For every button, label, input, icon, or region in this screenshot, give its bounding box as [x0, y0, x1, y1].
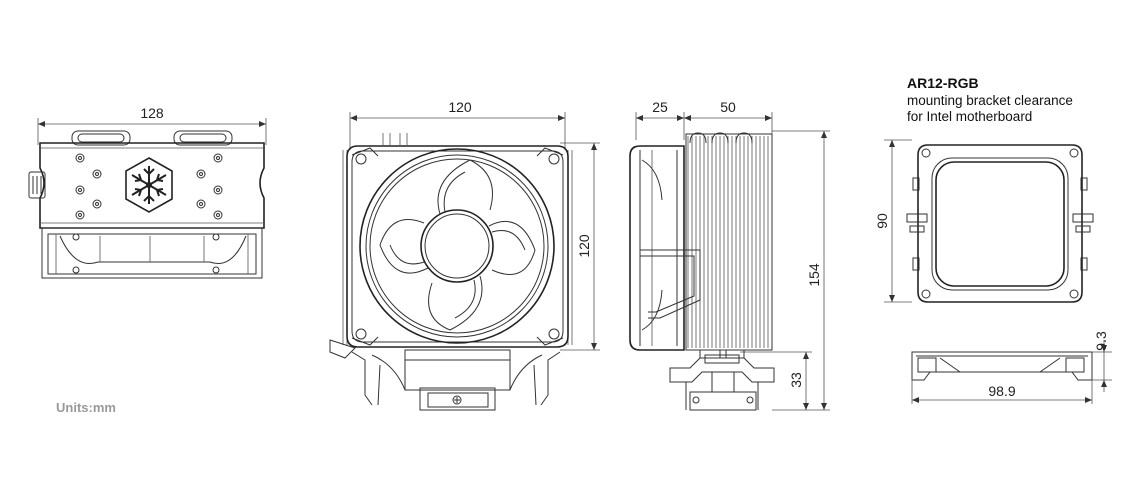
dim-total-height: 154 [806, 263, 822, 287]
side-view: 25 50 154 33 [629, 99, 830, 411]
dim-side-sink-depth: 50 [720, 99, 736, 115]
dim-bracket-width: 98.9 [988, 383, 1015, 399]
dim-fan-height: 120 [576, 234, 592, 258]
bracket-view: AR12-RGB mounting bracket clearance for … [874, 75, 1112, 404]
dim-side-fan-depth: 25 [652, 99, 668, 115]
fan-view: 120 120 [329, 99, 600, 411]
units-label: Units:mm [56, 400, 116, 415]
bracket-desc-line-2: for Intel motherboard [907, 109, 1032, 124]
top-view: 128 [28, 105, 267, 279]
dim-bracket-height: 90 [874, 213, 890, 229]
bracket-desc-line-1: mounting bracket clearance [907, 93, 1073, 108]
snowflake-logo-icon [125, 157, 173, 213]
dim-fan-width: 120 [448, 99, 472, 115]
bracket-title: AR12-RGB [907, 75, 979, 91]
dim-front-width: 128 [140, 105, 164, 121]
dim-bracket-thickness: 9.3 [1093, 331, 1109, 351]
dim-base-height: 33 [788, 372, 804, 388]
